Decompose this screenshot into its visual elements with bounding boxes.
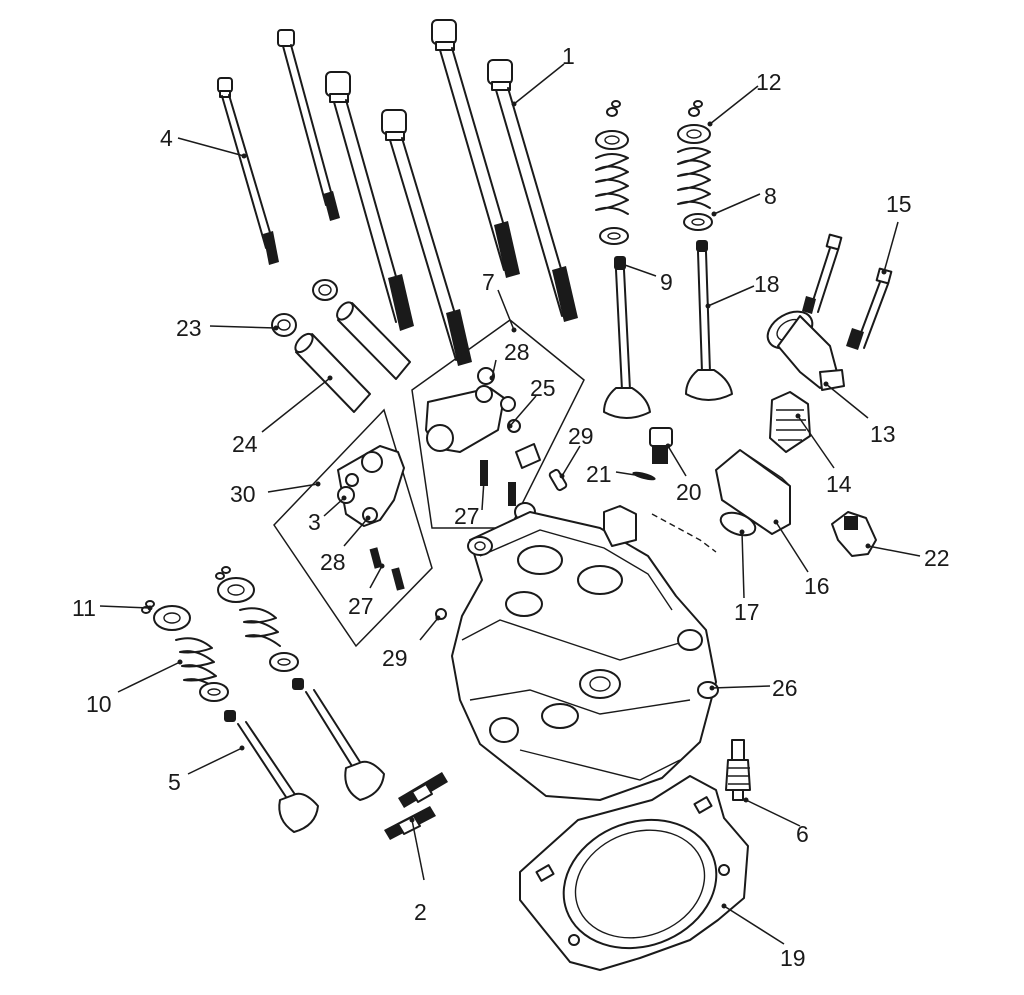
callout-11: 11 [72,595,96,621]
cylinder-head-26 [451,505,719,801]
callout-23: 23 [176,315,202,341]
callout-17: 17 [734,599,760,625]
head-bolt-1 [487,59,578,322]
callout-9: 9 [660,269,673,295]
head-bolt-4 [217,77,279,265]
callout-20: 20 [676,479,702,505]
rocker-arm-group-7 [411,319,585,529]
o-ring-23-upper [312,279,338,301]
thermostat-14 [769,391,811,453]
o-ring-21 [632,471,656,481]
valve-spring-group-lower-right [215,566,385,801]
leader-lines [99,63,921,945]
callout-5: 5 [168,769,181,795]
callout-28-lower: 28 [320,549,346,575]
head-bolt-long-a [325,71,414,331]
head-bolt-long-c [431,19,520,278]
callout-29-lower: 29 [382,645,408,671]
callout-24: 24 [232,431,258,457]
callout-22: 22 [924,545,950,571]
callout-2: 2 [414,899,427,925]
callout-19: 19 [780,945,806,971]
callout-15: 15 [886,191,912,217]
thermostat-bolts-15 [802,233,893,350]
head-bolt-short [277,29,340,221]
callout-18: 18 [754,271,780,297]
callout-29-upper: 29 [568,423,594,449]
callout-21: 21 [586,461,612,487]
callout-27-lower: 27 [348,593,374,619]
callout-14: 14 [826,471,852,497]
spark-plug-6 [725,739,751,801]
callout-labels: 1 2 3 4 5 6 7 8 9 10 11 12 13 14 15 16 1… [72,43,950,971]
callout-26: 26 [772,675,798,701]
callout-16: 16 [804,573,830,599]
dowel-pin-upper [336,301,411,380]
thermostat-housing-16 [715,449,791,535]
callout-25: 25 [530,375,556,401]
temperature-sensor-22 [831,511,877,557]
o-ring-23 [271,313,297,337]
thermostat-cover-13 [766,310,845,391]
callout-27-upper: 27 [454,503,480,529]
gasket-ring-17 [651,511,757,553]
head-bolt-long-b [381,109,472,366]
callout-28-upper: 28 [504,339,530,365]
callout-6: 6 [796,821,809,847]
head-gasket-19 [519,775,749,971]
valve-spring-group-upper-right [677,100,733,401]
rocker-arm-group-30 [273,408,433,648]
stud-2 [384,772,448,840]
callout-13: 13 [870,421,896,447]
callout-3: 3 [308,509,321,535]
callout-7: 7 [482,269,495,295]
callout-4: 4 [160,125,173,151]
callout-8: 8 [764,183,777,209]
plug-bolt-20 [649,427,673,464]
valve-spring-group-lower-left [141,600,319,833]
valve-spring-group-upper-left [595,100,651,419]
callout-12: 12 [756,69,782,95]
callout-10: 10 [86,691,112,717]
callout-30: 30 [230,481,256,507]
callout-1: 1 [562,43,575,69]
dowel-pin-24 [294,332,371,413]
